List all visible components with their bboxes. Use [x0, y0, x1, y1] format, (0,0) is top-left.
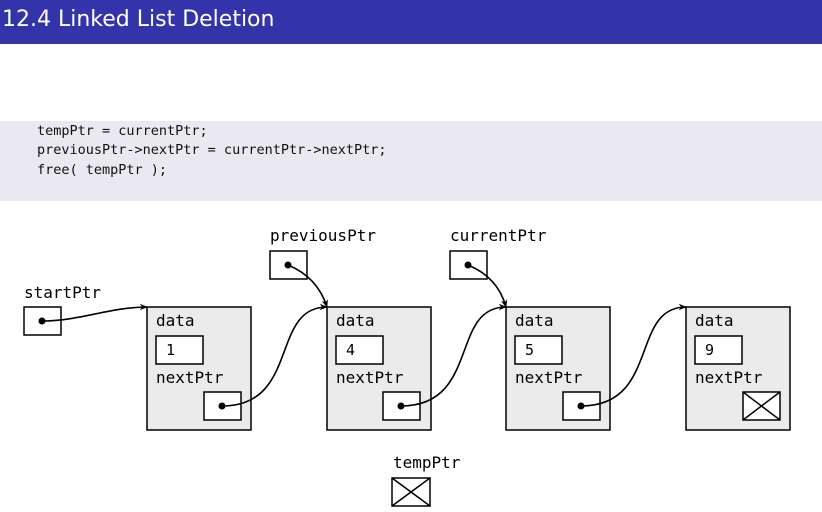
node4-next-arrow [400, 303, 507, 407]
code-line: free( tempPtr ); [37, 162, 168, 178]
data-value-box [155, 335, 204, 365]
startPtr-label: startPtr [24, 283, 101, 302]
data-field-label: data [336, 311, 375, 330]
data-value: 4 [346, 341, 355, 359]
currentPtr-label: currentPtr [450, 226, 547, 245]
data-value: 9 [705, 341, 714, 359]
next-field-label: nextPtr [336, 368, 404, 387]
previousPtr-arrow [287, 264, 328, 308]
crossed-box-icon [391, 477, 431, 507]
title-bar: 12.4 Linked List Deletion [0, 0, 822, 44]
data-field-label: data [695, 311, 734, 330]
list-node: data 9 nextPtr [685, 306, 791, 431]
crossed-box-icon [742, 391, 781, 421]
list-node: data 1 nextPtr [146, 306, 252, 431]
currentPtr-arrow [467, 264, 508, 308]
data-value-box [694, 335, 743, 365]
code-line: previousPtr->nextPtr = currentPtr->nextP… [37, 142, 387, 158]
next-field-label: nextPtr [695, 368, 763, 387]
data-value-box [514, 335, 563, 365]
data-field-label: data [156, 311, 195, 330]
tempPtr-box [391, 477, 431, 507]
code-line: tempPtr = currentPtr; [37, 123, 208, 139]
list-node: data 4 nextPtr [326, 306, 432, 431]
previousPtr-label: previousPtr [270, 226, 376, 245]
next-field-label: nextPtr [156, 368, 224, 387]
data-value: 1 [166, 341, 175, 359]
next-field-label: nextPtr [515, 368, 583, 387]
list-node: data 5 nextPtr [505, 306, 611, 431]
tempPtr-label: tempPtr [393, 453, 461, 472]
node1-next-arrow [221, 303, 328, 407]
node5-next-arrow [580, 303, 687, 407]
slide-title: 12.4 Linked List Deletion [2, 7, 275, 32]
startPtr-arrow [41, 303, 148, 322]
data-value: 5 [525, 341, 534, 359]
data-value-box [335, 335, 384, 365]
data-field-label: data [515, 311, 554, 330]
code-block: tempPtr = currentPtr; previousPtr->nextP… [0, 121, 822, 201]
